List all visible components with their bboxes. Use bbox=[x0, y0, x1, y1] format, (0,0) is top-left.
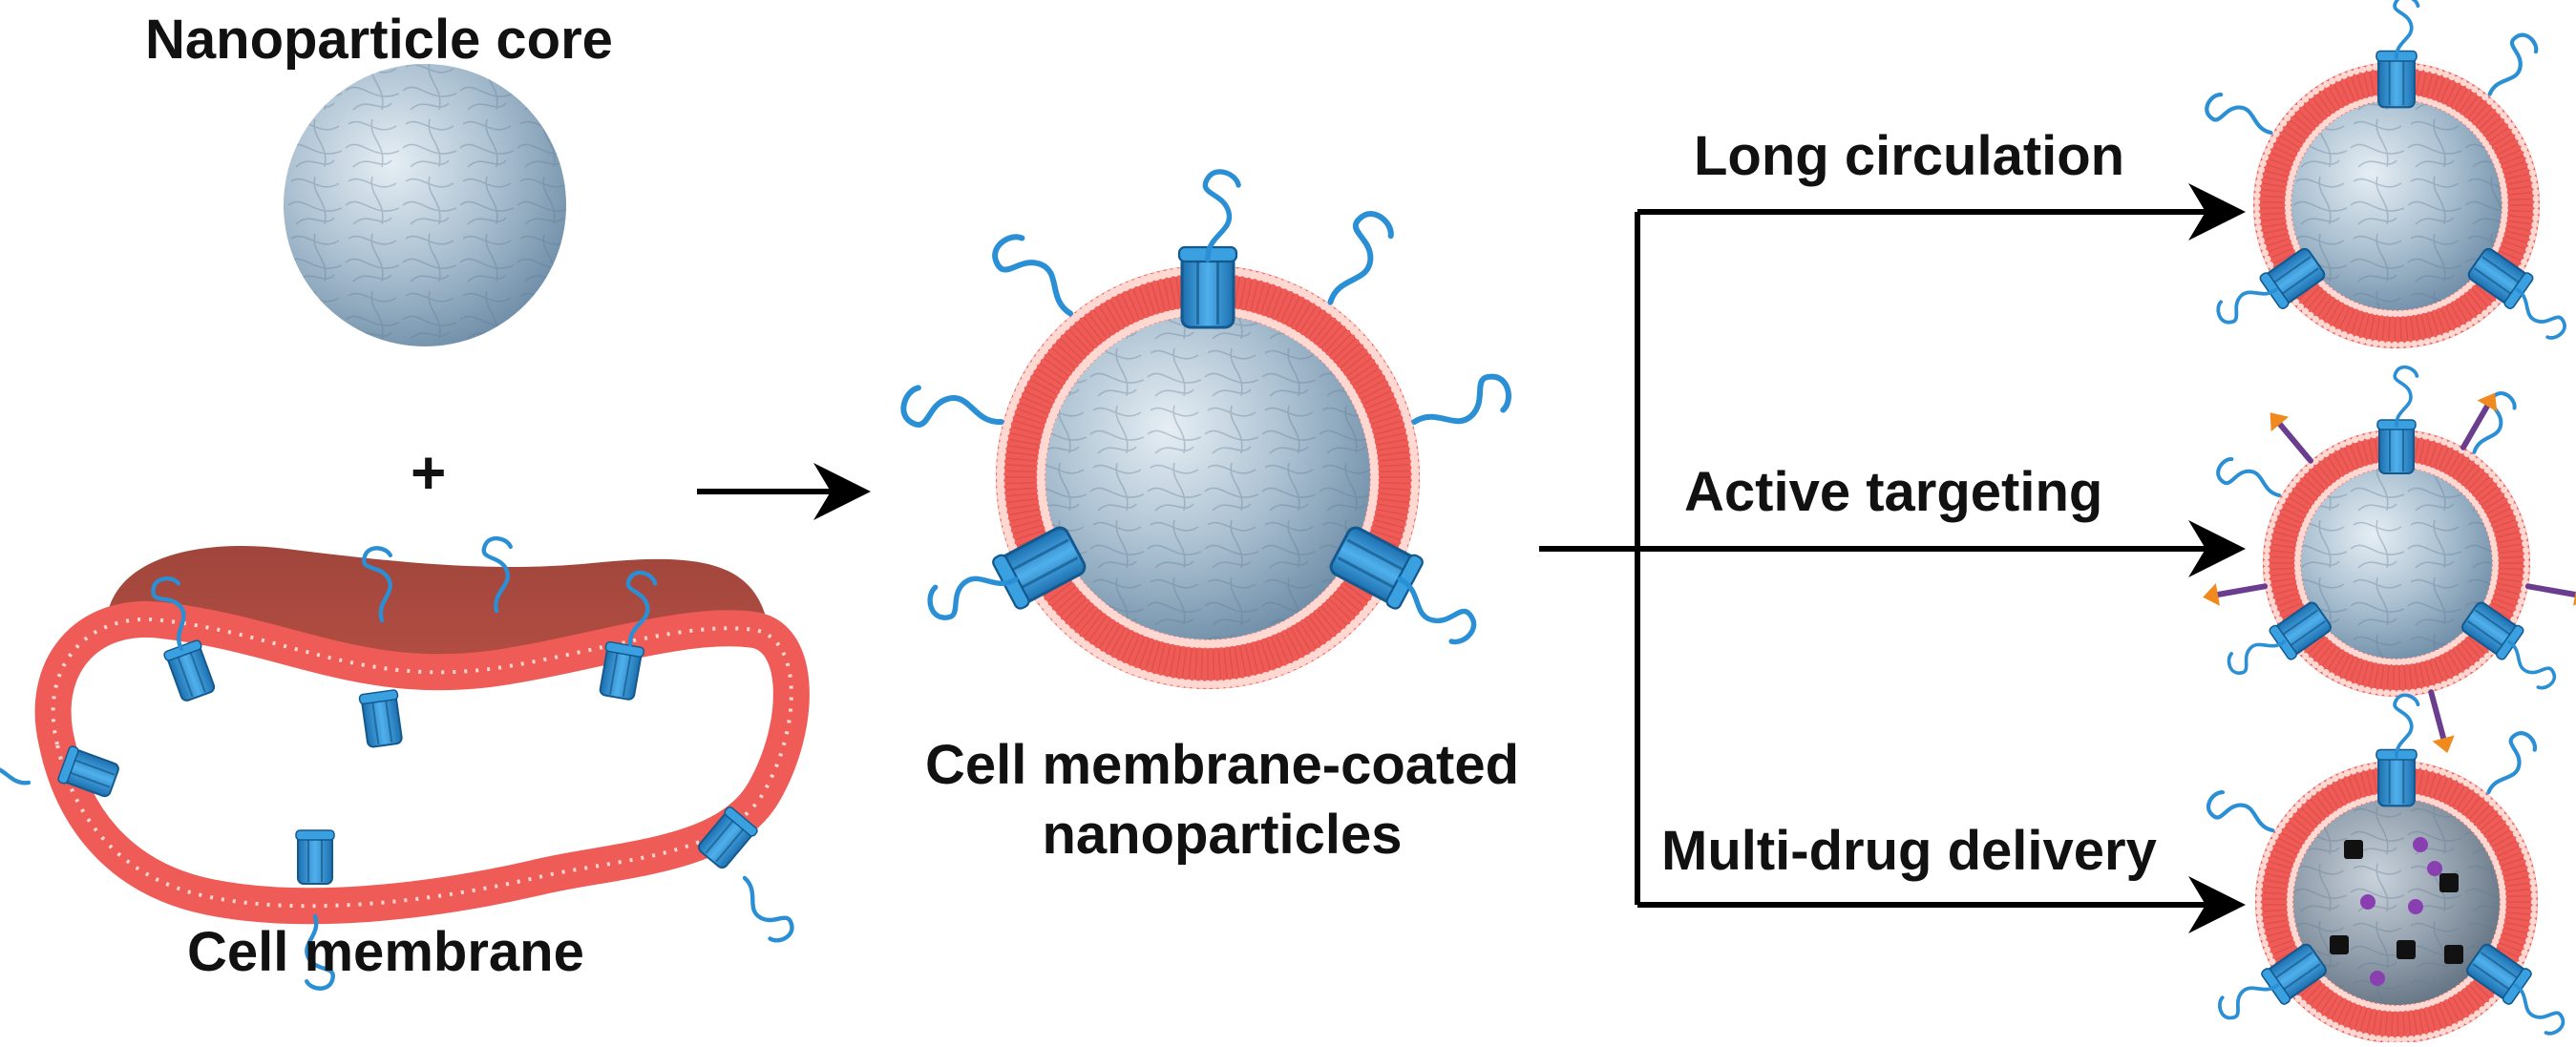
coated-label-line1: Cell membrane-coated bbox=[859, 731, 1585, 801]
coated-label-line2: nanoparticles bbox=[859, 801, 1585, 870]
glycan-chain-icon bbox=[1310, 207, 1396, 308]
long-circulation-label: Long circulation bbox=[1694, 126, 2124, 187]
glycan-chain-icon bbox=[2477, 31, 2541, 99]
multi-drug-particle bbox=[2205, 693, 2567, 1042]
coated-nanoparticles-label: Cell membrane-coated nanoparticles bbox=[859, 731, 1585, 869]
multi-drug-delivery-label: Multi-drug delivery bbox=[1661, 821, 2157, 882]
glycan-chain-icon bbox=[737, 869, 796, 945]
membrane-wall bbox=[53, 619, 792, 906]
membrane-protein-icon bbox=[296, 830, 334, 884]
targeting-ligand-icon bbox=[2218, 586, 2265, 595]
long-circulation-particle bbox=[2203, 0, 2569, 348]
targeting-ligand-icon bbox=[2528, 586, 2575, 595]
drug-molecule-icon bbox=[2408, 899, 2423, 914]
glycan-chain-icon bbox=[2382, 365, 2418, 428]
ligand-tip bbox=[2478, 387, 2505, 412]
glycan-chain-icon bbox=[2203, 92, 2275, 148]
drug-molecule-icon bbox=[2370, 971, 2385, 986]
active-targeting-particle bbox=[2201, 365, 2576, 756]
glycan-chain-icon bbox=[2381, 693, 2419, 759]
drug-molecule-icon bbox=[2444, 945, 2463, 964]
drug-molecule-icon bbox=[2413, 837, 2428, 852]
drug-molecule-icon bbox=[2360, 894, 2375, 910]
coated-nanoparticle bbox=[899, 168, 1512, 689]
membrane-protein-icon bbox=[2377, 420, 2416, 473]
glycan-chain-icon bbox=[988, 231, 1079, 329]
glycan-chain-icon bbox=[2205, 789, 2277, 846]
bare-nanoparticle bbox=[284, 64, 566, 346]
drug-molecule-icon bbox=[2439, 873, 2459, 892]
targeting-ligand-icon bbox=[2280, 424, 2311, 460]
targeting-ligand-icon bbox=[2431, 692, 2443, 738]
ligand-tip bbox=[2201, 583, 2220, 608]
plus-sign: + bbox=[411, 439, 446, 506]
active-targeting-label: Active targeting bbox=[1684, 462, 2102, 523]
branch-arrows bbox=[1539, 212, 2234, 905]
glycan-chain-icon bbox=[2214, 456, 2283, 510]
drug-molecule-icon bbox=[2427, 861, 2442, 876]
nanoparticle-core-label: Nanoparticle core bbox=[145, 10, 613, 71]
cell-membrane-label: Cell membrane bbox=[187, 922, 584, 983]
glycan-chain-icon bbox=[0, 762, 31, 800]
glycan-chain-icon bbox=[1408, 373, 1512, 433]
ligand-tip bbox=[2433, 735, 2459, 756]
drug-molecule-icon bbox=[2344, 840, 2363, 859]
glycan-chain-icon bbox=[2476, 728, 2540, 797]
glycan-chain-icon bbox=[899, 386, 1003, 446]
drug-molecule-icon bbox=[2330, 935, 2349, 954]
drug-molecule-icon bbox=[2397, 940, 2416, 959]
